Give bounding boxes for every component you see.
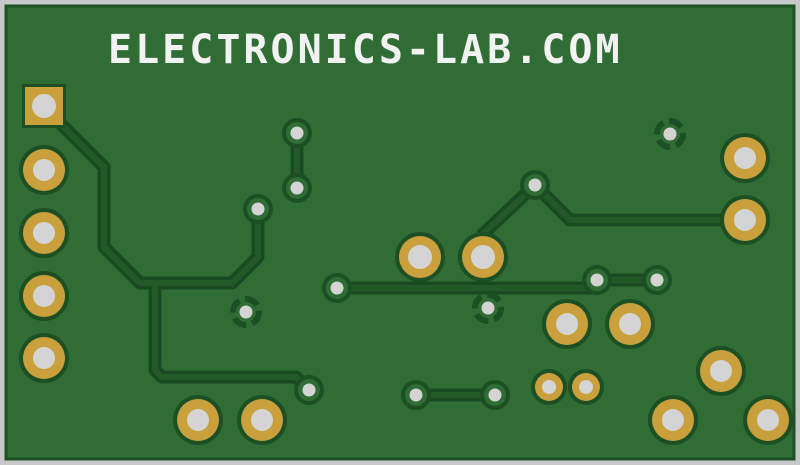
board-substrate — [4, 4, 796, 461]
thermal-via — [230, 296, 262, 328]
trace-e — [480, 182, 748, 237]
via — [582, 265, 612, 295]
silkscreen-label: ELECTRONICS-LAB.COM — [108, 27, 623, 73]
thermal-via — [472, 292, 504, 324]
copper-pad — [720, 133, 770, 183]
copper-pad — [743, 395, 793, 445]
copper-pad — [19, 333, 69, 383]
via — [520, 170, 550, 200]
copper-pad — [173, 395, 223, 445]
trace-a — [41, 104, 261, 286]
via — [401, 380, 431, 410]
copper-pad — [395, 232, 445, 282]
via — [294, 375, 324, 405]
copper-pad — [648, 395, 698, 445]
copper-pad — [19, 271, 69, 321]
copper-pad — [19, 208, 69, 258]
copper-pad — [696, 346, 746, 396]
via — [243, 194, 273, 224]
copper-pad — [542, 299, 592, 349]
copper-pad — [458, 232, 508, 282]
pad-layer — [19, 133, 793, 445]
copper-pad — [19, 145, 69, 195]
copper-pad — [605, 299, 655, 349]
via — [322, 273, 352, 303]
via-layer — [230, 118, 686, 410]
square-pad-pin1 — [22, 84, 66, 128]
via — [480, 380, 510, 410]
via — [282, 173, 312, 203]
thermal-via — [654, 118, 686, 150]
copper-pad — [568, 369, 604, 405]
via — [282, 118, 312, 148]
copper-pad — [720, 195, 770, 245]
copper-pad — [237, 395, 287, 445]
copper-pad — [531, 369, 567, 405]
via — [642, 265, 672, 295]
